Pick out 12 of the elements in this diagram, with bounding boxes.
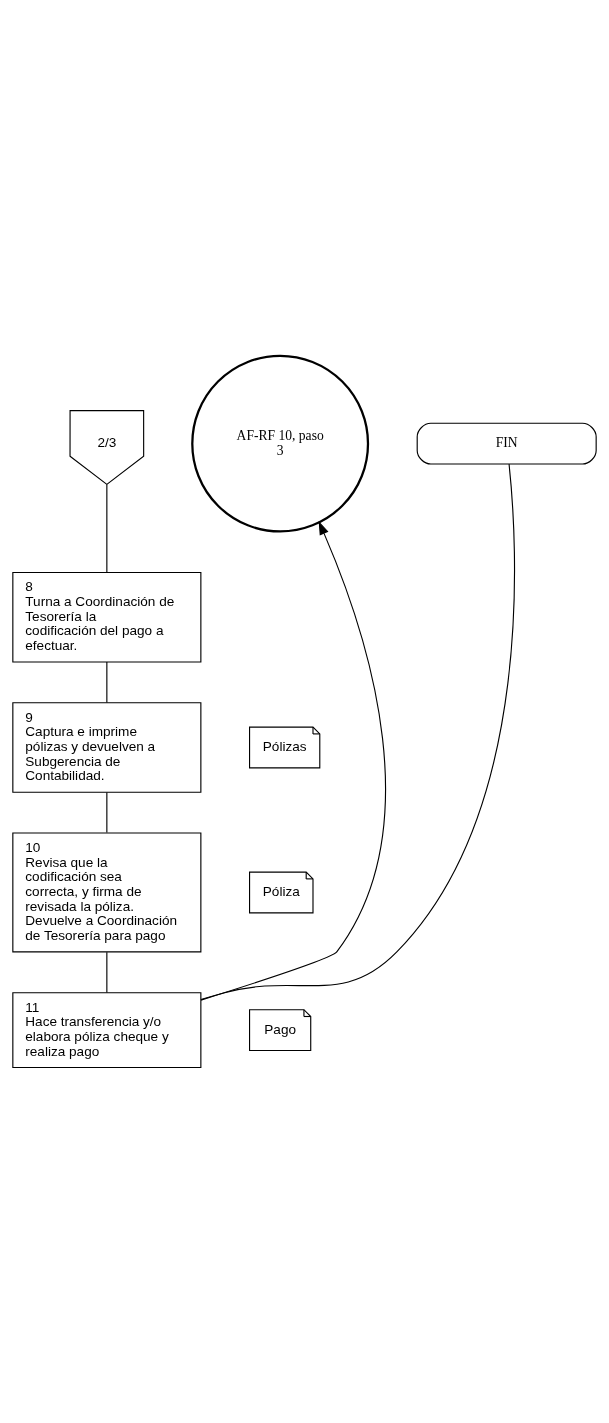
- connector: [106, 661, 108, 703]
- node-box: FIN: [416, 422, 597, 465]
- node-box: 11 Hace transferencia y/o elabora póliza cheque y realiza pago: [12, 992, 202, 1069]
- connector: [200, 463, 515, 1000]
- node-box: 9 Captura e imprime pólizas y devuelven a Subgerencia de Contabilidad.: [12, 702, 202, 793]
- connector: [106, 792, 108, 834]
- node-box: 8 Turna a Coordinación de Tesorería la codificación del pago a efectuar.: [12, 571, 202, 663]
- arrow: [200, 521, 386, 1001]
- node-box: 10 Revisa que la codificación sea correcta, y firma de revisada la póliza. Devuelve a Coordinación de Tesorería para pago: [12, 832, 202, 953]
- connector: [106, 483, 108, 573]
- node-circle: AF-RF 10, paso 3: [191, 354, 370, 533]
- connector: [106, 951, 108, 994]
